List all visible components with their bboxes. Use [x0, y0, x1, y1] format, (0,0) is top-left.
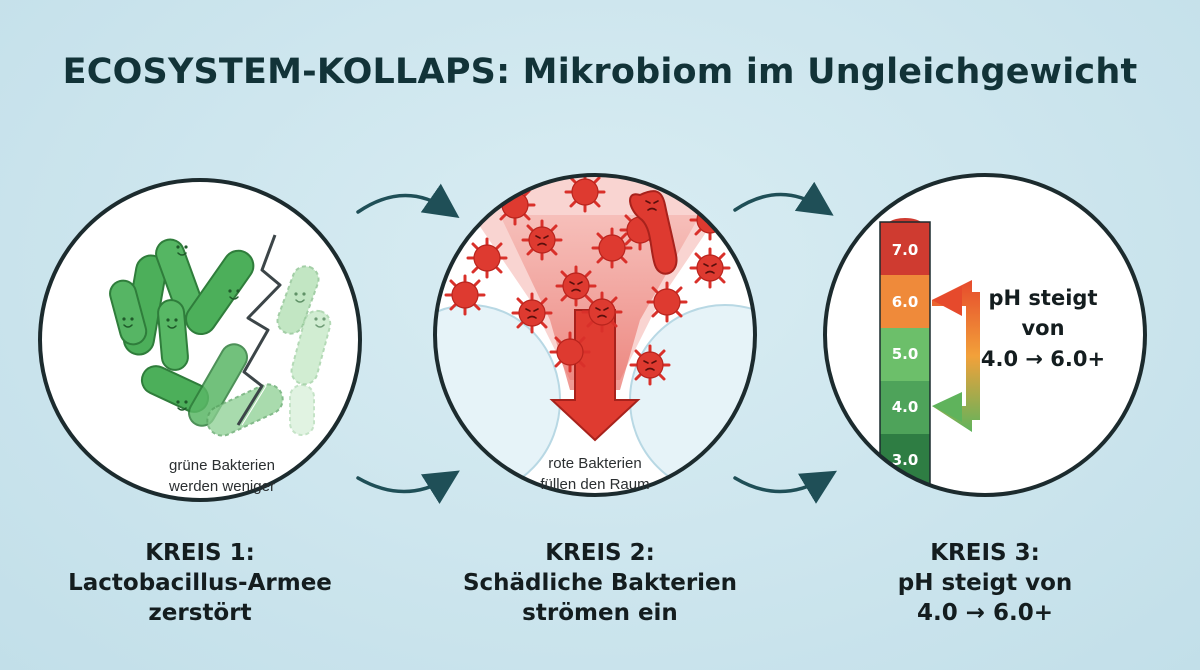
- caption-2-line-2: Schädliche Bakterien: [462, 570, 738, 596]
- caption-1-line-1: KREIS 1:: [145, 540, 255, 566]
- circle-1: grüne Bakterien werden weniger: [38, 178, 362, 502]
- caption-kreis-1: KREIS 1: Lactobacillus-Armee zerstört: [30, 538, 370, 628]
- caption-3-line-2: pH steigt von: [897, 570, 1073, 596]
- caption-3-line-1: KREIS 3:: [930, 540, 1040, 566]
- caption-2-line-3: strömen ein: [522, 600, 678, 626]
- ph-tick-7: 7.0: [892, 241, 919, 259]
- ph-label-line-2: von: [1021, 316, 1064, 340]
- caption-kreis-2: KREIS 2: Schädliche Bakterien strömen ei…: [430, 538, 770, 628]
- caption-kreis-3: KREIS 3: pH steigt von 4.0 → 6.0+: [815, 538, 1155, 628]
- circle-1-note-line-2: werden weniger: [168, 478, 275, 495]
- arrow-bottom-1-icon: [356, 470, 460, 504]
- arrow-top-1-icon: [356, 183, 460, 219]
- circle-2-note-line-2: füllen den Raum: [540, 476, 649, 493]
- connector-arrows: [356, 181, 838, 504]
- lactobacillus-group: [109, 238, 332, 437]
- circle-1-note-line-1: grüne Bakterien: [169, 457, 275, 474]
- caption-1-line-2: Lactobacillus-Armee: [68, 570, 332, 596]
- ph-label-line-3: 4.0 → 6.0+: [981, 347, 1105, 371]
- caption-3-line-3: 4.0 → 6.0+: [916, 600, 1054, 626]
- ph-scale: 7.0 6.0 5.0 4.0 3.0: [879, 218, 931, 495]
- arrow-bottom-2-icon: [733, 470, 838, 504]
- caption-2-line-1: KREIS 2:: [545, 540, 655, 566]
- ph-tick-5: 5.0: [892, 345, 919, 363]
- ph-label-line-1: pH steigt: [989, 286, 1098, 310]
- arrow-top-2-icon: [733, 181, 834, 216]
- circle-3: 7.0 6.0 5.0 4.0 3.0 pH steigt von 4.0 → …: [823, 173, 1147, 497]
- circle-2: rote Bakterien füllen den Raum: [433, 173, 757, 497]
- ph-tick-3: 3.0: [892, 451, 919, 469]
- page-title: ECOSYSTEM-KOLLAPS: Mikrobiom im Ungleich…: [62, 52, 1138, 92]
- circle-2-note-line-1: rote Bakterien: [548, 455, 641, 472]
- caption-1-line-3: zerstört: [148, 600, 252, 626]
- harmful-bacteria-group: [444, 175, 731, 386]
- ph-tick-4: 4.0: [892, 398, 919, 416]
- ph-tick-6: 6.0: [892, 293, 919, 311]
- crack-icon: [236, 234, 282, 426]
